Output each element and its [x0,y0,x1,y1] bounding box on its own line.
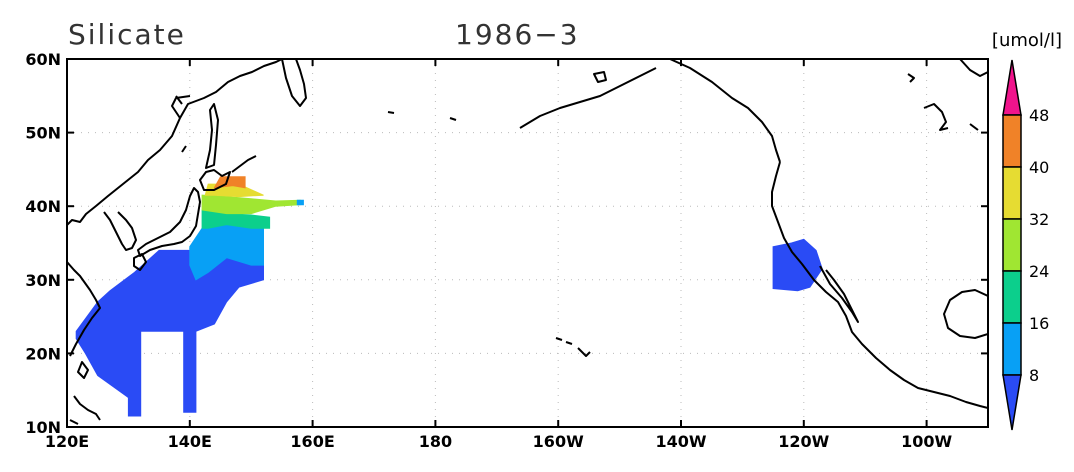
hawaii-islands [555,337,591,357]
silicate-region [201,194,301,215]
okhotsk-coast [171,95,191,119]
arctic-island-3 [969,123,979,131]
silicate-region [296,199,304,206]
asia-coastline [67,59,283,226]
y-tick-label: 10N [25,418,61,437]
y-axis: 10N 20N 30N 40N 50N 60N [25,50,988,437]
x-tick-label: 120W [778,432,829,451]
colorbar-segment [1002,270,1022,324]
colorbar-segment-under [1002,374,1022,431]
north-pacific-dot-2 [449,117,457,121]
colorbar-segment [1002,218,1022,272]
colorbar-segment [1002,166,1022,220]
y-tick-label: 60N [25,50,61,69]
x-tick-label: 100W [901,432,952,451]
colorbar-label: 48 [1029,106,1049,125]
japan-hokkaido [199,169,231,191]
japan-kyushu [133,253,147,271]
units-label: [umol/l] [992,30,1062,51]
arctic-island-1 [907,73,915,83]
x-tick-label: 160W [533,432,584,451]
silicate-region [213,176,246,189]
colorbar-label: 8 [1029,366,1039,385]
x-tick-label: 140W [655,432,706,451]
y-tick-label: 20N [25,344,61,363]
x-axis: 120E 140E 160E 180 160W 140W 120W 100W [45,59,952,451]
x-tick-label: 120E [45,432,89,451]
colorbar-label: 24 [1029,262,1049,281]
arctic-island-2 [923,103,949,131]
x-tick-label: 180 [419,432,452,451]
colorbar-segment [1002,322,1022,376]
x-tick-label: 160E [290,432,334,451]
variable-title: Silicate [68,18,186,51]
china-south-coastline [67,261,101,357]
japan-honshu [137,187,201,257]
kamchatka-coastline [281,59,307,107]
aleutian-islands [519,67,657,129]
x-tick-label: 140E [168,432,212,451]
time-title: 1986−3 [455,18,580,51]
baja-california [819,265,859,323]
y-tick-label: 30N [25,271,61,290]
silicate-data-layer [75,176,823,417]
kuril-islands [231,155,257,173]
gulf-of-mexico-coast [943,289,988,339]
colorbar-segment-over [1002,59,1022,116]
colorbar-label: 16 [1029,314,1049,333]
na-west-coastline [771,161,988,409]
korea-coastline [103,211,137,251]
taiwan [77,361,89,379]
colorbar-segment [1002,114,1022,168]
colorbar: 8 16 24 32 40 48 [1002,59,1049,431]
alaska-coastline [669,59,781,163]
y-tick-label: 40N [25,197,61,216]
okhotsk-dot [175,95,187,153]
philippine-islands [69,395,101,425]
map-plot-area: 120E 140E 160E 180 160W 140W 120W 100W 10N 20N 30… [25,50,989,451]
hudson-coast [959,59,988,77]
coastline-layer [67,59,988,425]
silicate-region [75,249,264,417]
bering-island [593,71,607,83]
y-tick-label: 50N [25,124,61,143]
silicate-region [772,238,823,292]
map-frame [66,58,989,428]
colorbar-label: 32 [1029,210,1049,229]
sakhalin [205,103,219,169]
north-pacific-dot-1 [387,111,395,114]
colorbar-label: 40 [1029,158,1049,177]
